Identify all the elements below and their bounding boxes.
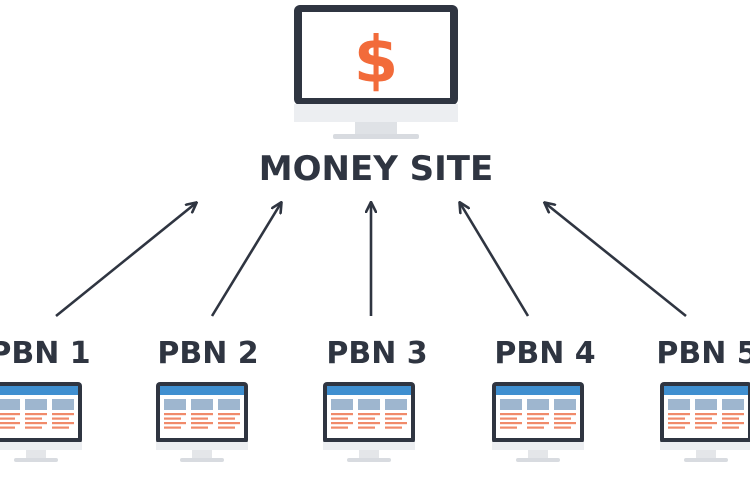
pbn-label-3: PBN 3	[326, 336, 427, 371]
arrow-pbn-4	[460, 203, 530, 317]
pbn-monitors	[0, 382, 750, 462]
link-arrows	[55, 203, 687, 318]
arrow-pbn-1	[55, 203, 196, 318]
pbn-monitor-1-icon	[0, 382, 82, 462]
pbn-monitor-5-icon	[660, 382, 750, 462]
pbn-monitor-4-icon	[492, 382, 584, 462]
pbn-label-5: PBN 5	[656, 336, 750, 371]
pbn-label-1: PBN 1	[0, 336, 91, 371]
pbn-monitor-3-icon	[323, 382, 415, 462]
pbn-monitor-2-icon	[156, 382, 248, 462]
arrow-pbn-5	[545, 203, 687, 318]
arrow-pbn-2	[210, 203, 281, 317]
money-site-monitor: $	[294, 5, 458, 139]
dollar-icon: $	[354, 24, 399, 98]
pbn-label-4: PBN 4	[494, 336, 595, 371]
pbn-label-2: PBN 2	[157, 336, 258, 371]
money-site-label: MONEY SITE	[259, 149, 493, 189]
